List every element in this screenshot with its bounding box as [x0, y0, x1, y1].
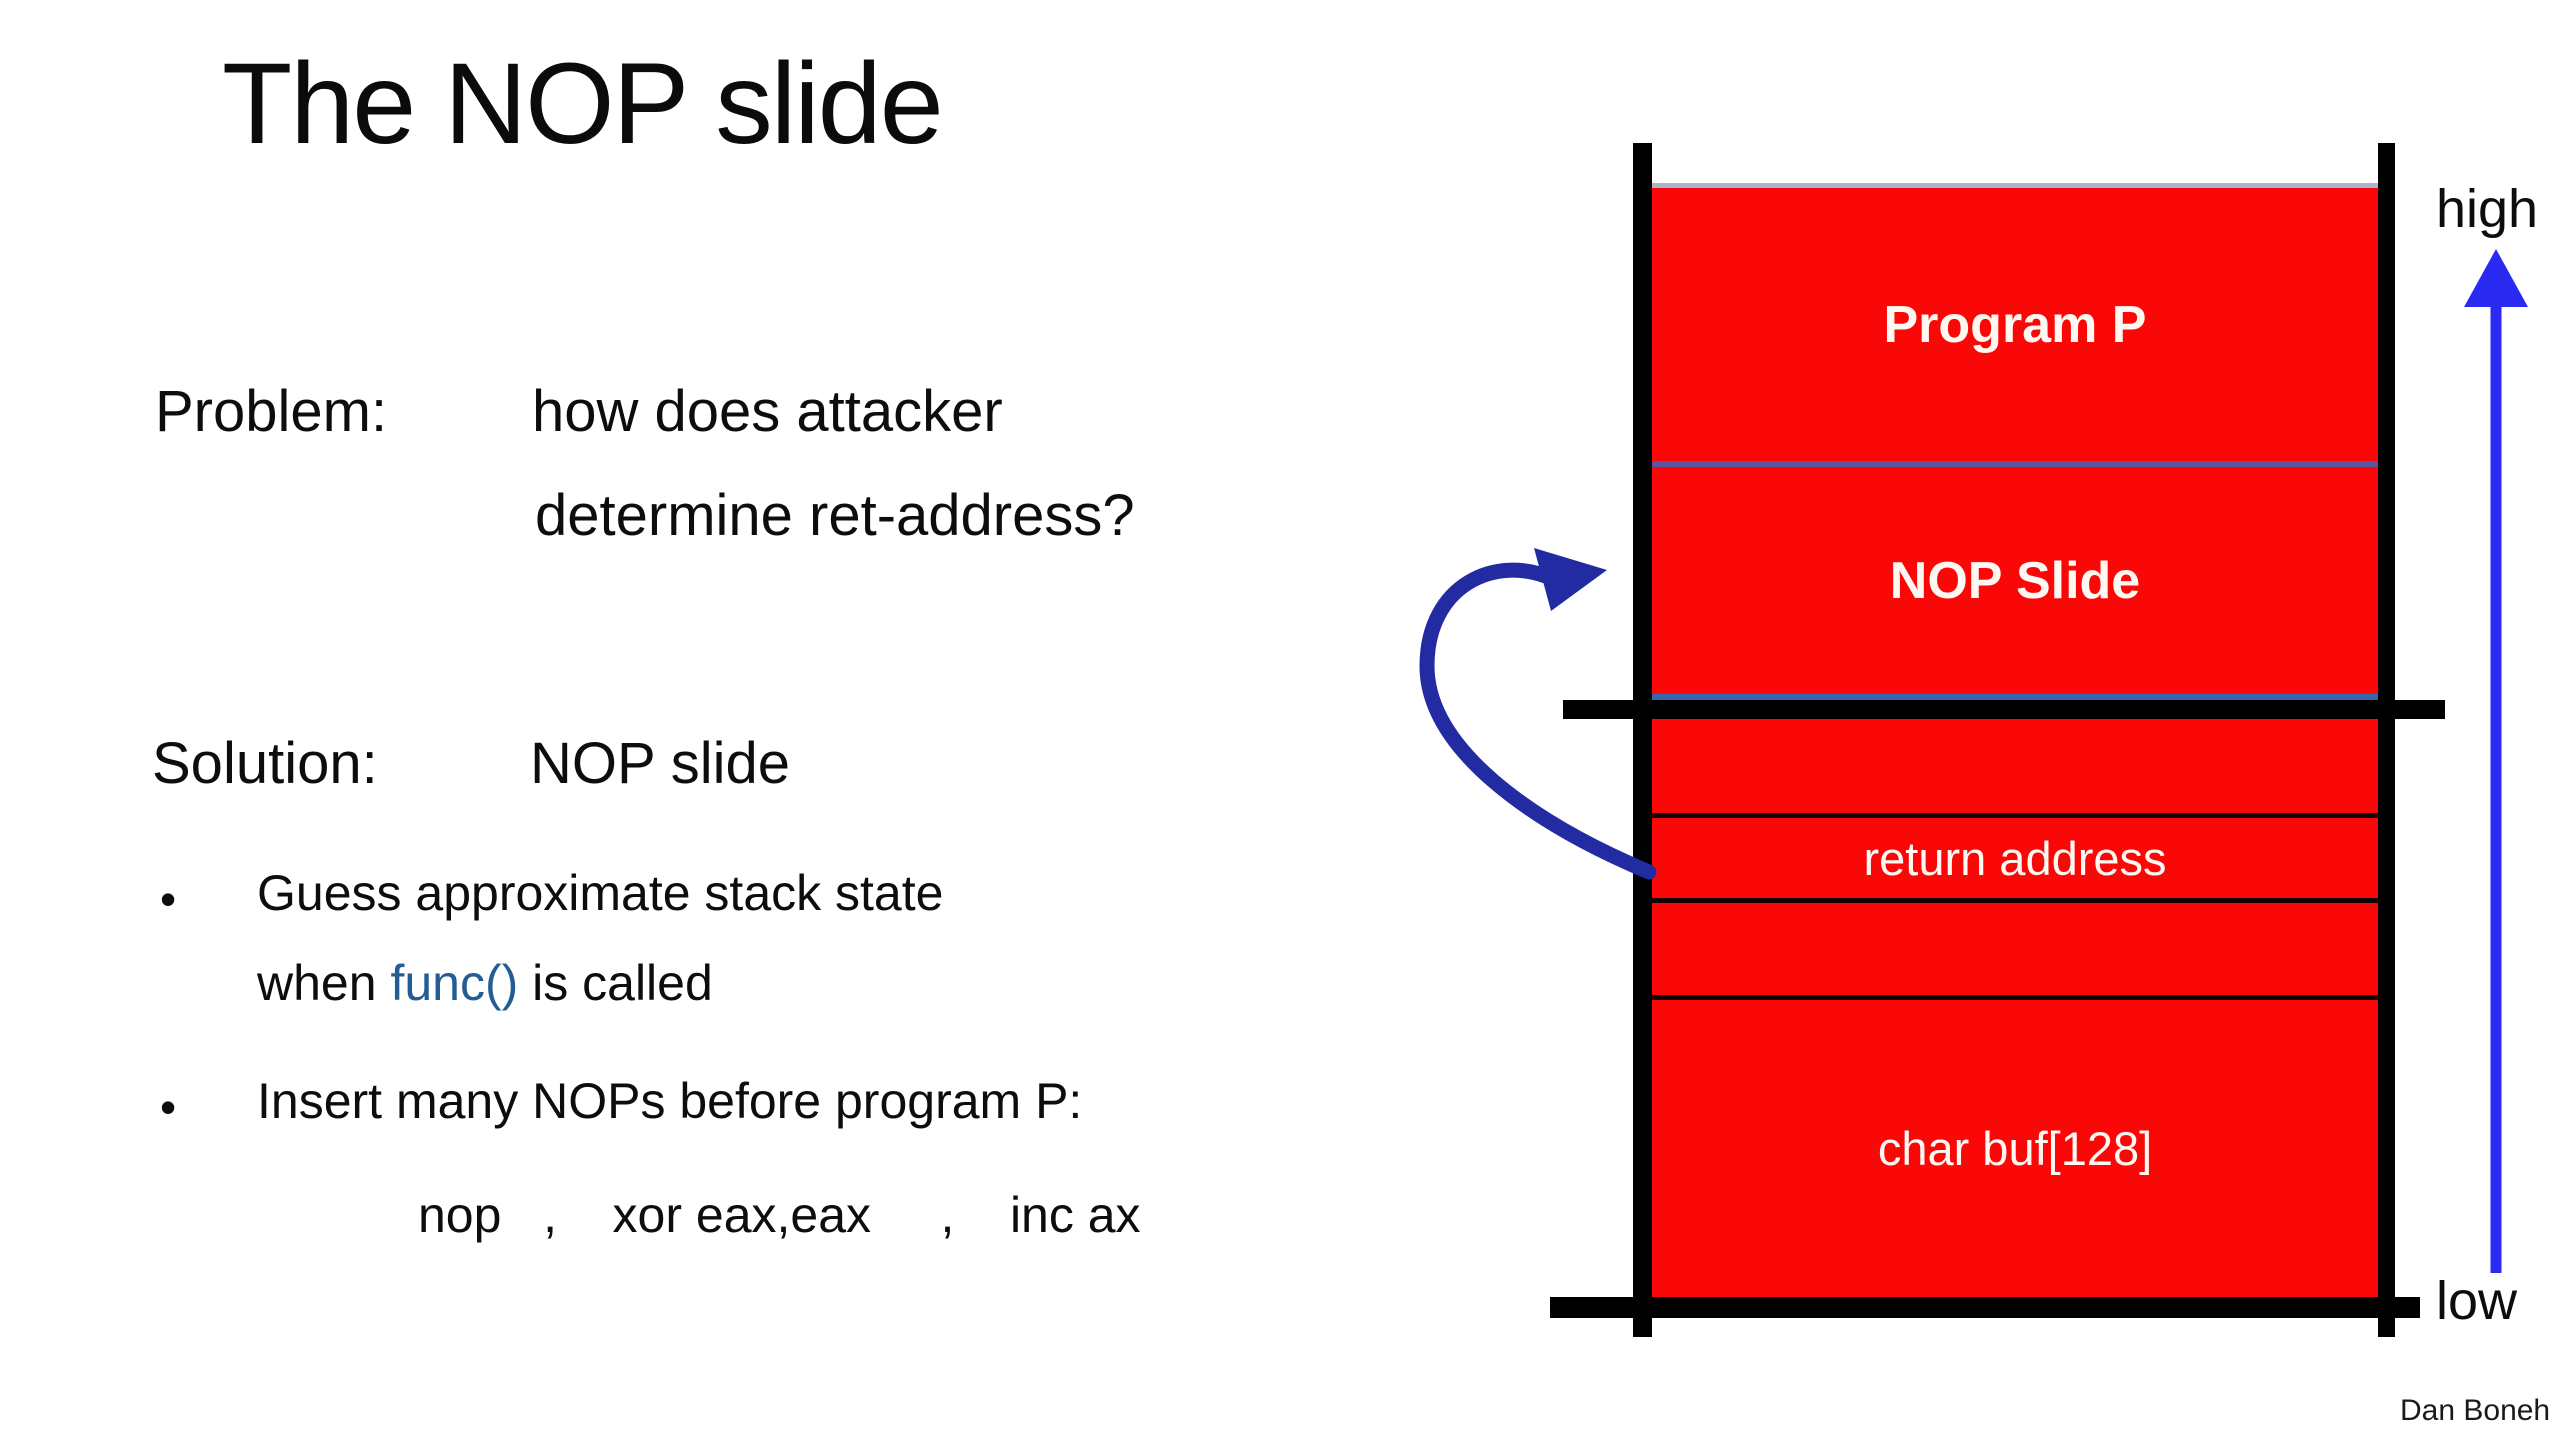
up-arrowhead-icon — [2464, 249, 2528, 307]
cell-divider — [1652, 898, 2378, 903]
solution-text: NOP slide — [530, 731, 791, 796]
stack-bottom-bar — [1550, 1297, 2420, 1318]
char-buf-label: char buf[128] — [1877, 1122, 2153, 1175]
stack-cell-nop-slide: NOP Slide — [1652, 467, 2378, 694]
bullet1-line2-suffix: is called — [518, 955, 713, 1011]
problem-label: Problem: — [155, 379, 388, 444]
program-p-label: Program P — [1883, 295, 2147, 354]
stack-cell-char-buf: char buf[128] — [1652, 1000, 2378, 1297]
stack-top-edge-line — [1652, 183, 2378, 188]
divider-blue-line — [1652, 694, 2378, 700]
solution-label: Solution: — [152, 731, 378, 796]
stack-cell-program-p: Program P — [1652, 188, 2378, 461]
low-address-label: low — [2436, 1271, 2518, 1331]
bullet1-line1: Guess approximate stack state — [257, 865, 944, 921]
stack-right-rail — [2378, 143, 2395, 1337]
return-address-label: return address — [1863, 831, 2167, 885]
nop-slide-label: NOP Slide — [1889, 551, 2141, 610]
author-credit: Dan Boneh — [2400, 1394, 2551, 1427]
stack-cell-empty-2 — [1652, 903, 2378, 995]
func-call-text: func() — [390, 955, 519, 1011]
bullet2-line1: Insert many NOPs before program P: — [257, 1073, 1083, 1129]
high-address-label: high — [2436, 179, 2539, 239]
stack-cell-return-address: return address — [1652, 818, 2378, 898]
stack-column: Program P NOP Slide return address char … — [1652, 183, 2378, 1297]
curved-arrowhead-icon — [1534, 548, 1607, 611]
bullet1-line2-prefix: when — [257, 955, 391, 1011]
problem-line1: how does attacker — [532, 379, 1003, 444]
bullet1-line2: when func() is called — [257, 954, 713, 1012]
stack-left-rail — [1633, 143, 1652, 1337]
address-axis-arrow — [2464, 249, 2528, 1273]
bullet-marker: • — [160, 873, 177, 925]
slide-title: The NOP slide — [222, 40, 944, 168]
cell-divider — [1652, 813, 2378, 818]
problem-line2: determine ret-address? — [535, 483, 1135, 548]
stack-frame-divider-bar — [1563, 700, 2445, 719]
bullet-marker: • — [160, 1081, 177, 1133]
nop-instruction-examples: nop , xor eax,eax , inc ax — [418, 1187, 1141, 1243]
divider-program-nop — [1652, 461, 2378, 467]
cell-divider — [1652, 995, 2378, 1000]
